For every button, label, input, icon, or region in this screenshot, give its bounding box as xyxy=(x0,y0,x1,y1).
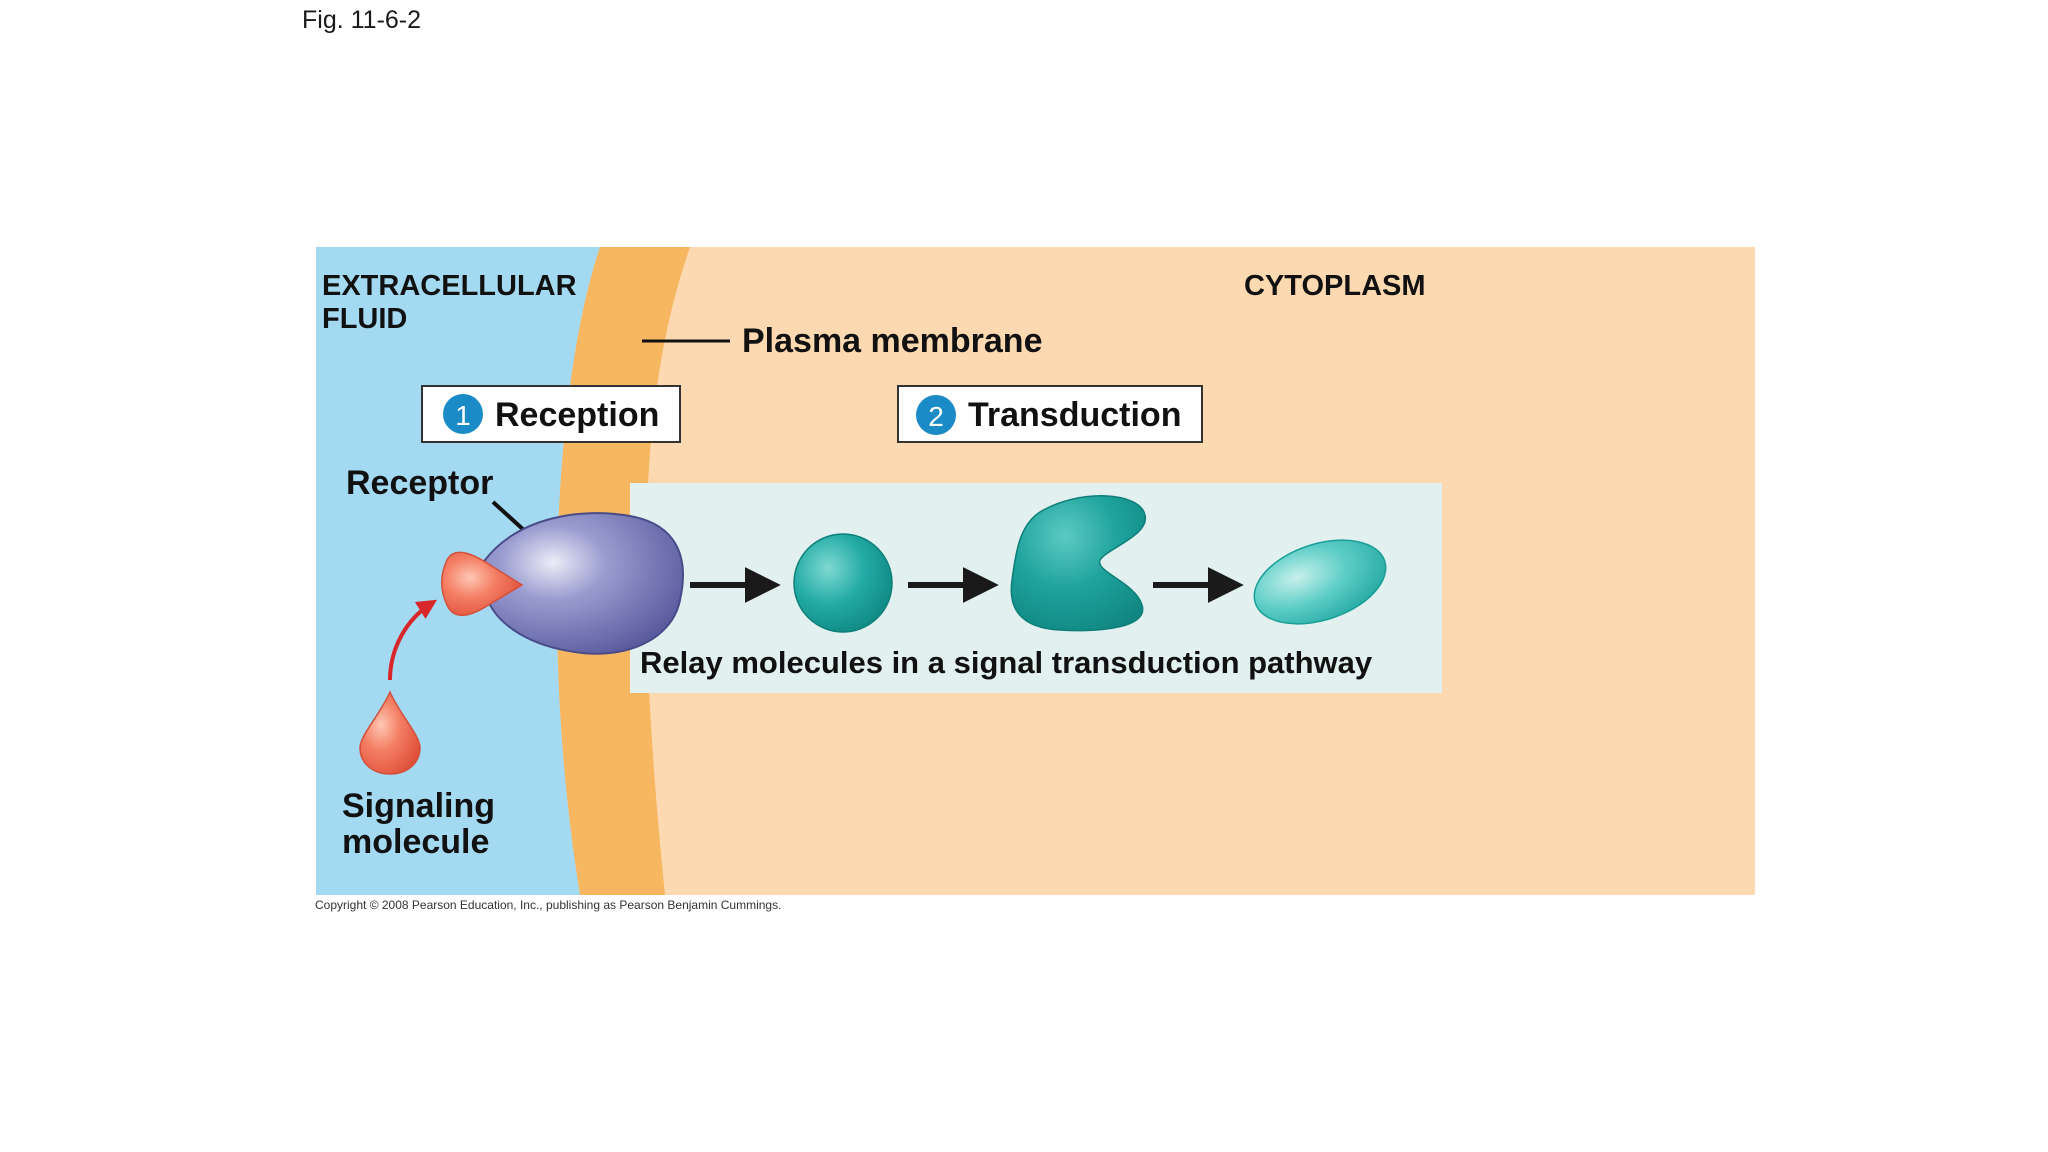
step-1-badge xyxy=(443,394,483,434)
step-reception-box: 1 Reception xyxy=(421,385,681,443)
relay-molecule-1 xyxy=(793,533,893,633)
step-2-label: Transduction xyxy=(968,396,1181,434)
copyright-notice: Copyright © 2008 Pearson Education, Inc.… xyxy=(315,898,782,912)
extracellular-label-line2: FLUID xyxy=(322,303,407,335)
membrane-label: Plasma membrane xyxy=(742,322,1043,360)
binding-arrow xyxy=(388,599,438,681)
cytoplasm-label: CYTOPLASM xyxy=(1244,270,1426,302)
step-1-number: 1 xyxy=(455,400,471,431)
bound-signaling-molecule xyxy=(441,551,524,616)
free-signaling-molecule xyxy=(359,690,421,775)
relay-molecule-2 xyxy=(1010,495,1146,632)
step-2-number: 2 xyxy=(928,401,944,432)
receptor-label: Receptor xyxy=(346,464,493,502)
step-2-badge xyxy=(916,395,956,435)
relay-label: Relay molecules in a signal transduction… xyxy=(640,645,1373,680)
extracellular-label-line1: EXTRACELLULAR xyxy=(322,270,577,302)
signaling-label-line1: Signaling xyxy=(342,787,495,825)
relay-molecule-3 xyxy=(1253,539,1387,625)
step-1-label: Reception xyxy=(495,396,659,434)
signaling-label-line2: molecule xyxy=(342,823,489,861)
receptor-leader-line xyxy=(491,500,528,534)
step-transduction-box: 2 Transduction xyxy=(897,385,1203,443)
figure-label: Fig. 11-6-2 xyxy=(302,6,422,34)
